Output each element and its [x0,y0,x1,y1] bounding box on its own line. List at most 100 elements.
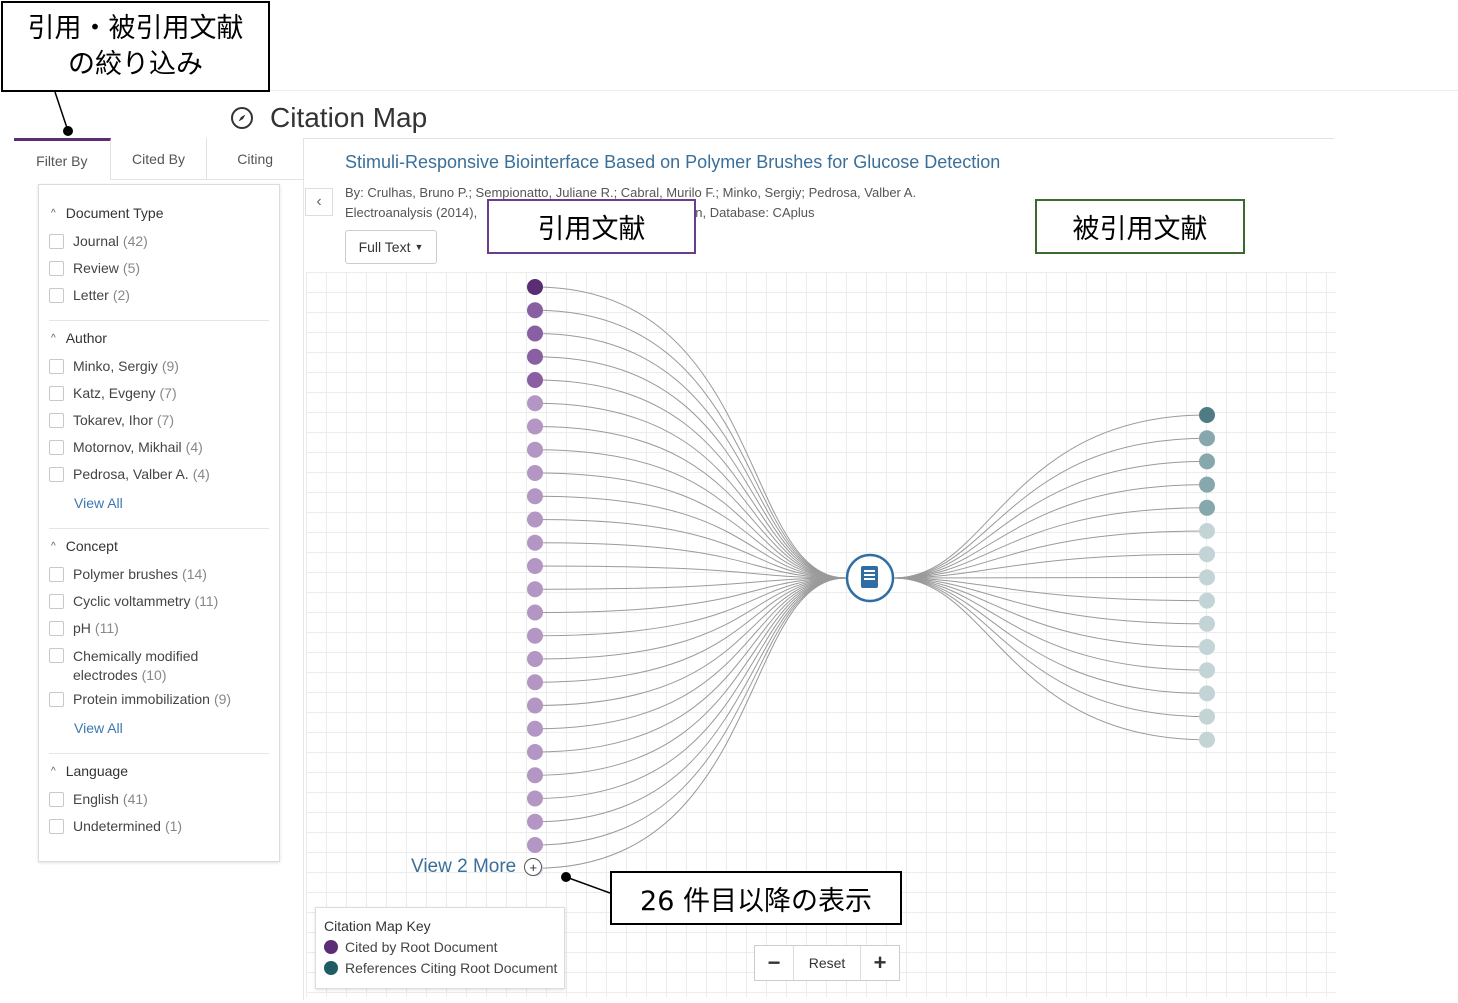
filter-option[interactable]: Motornov, Mikhail(4) [49,439,203,455]
checkbox[interactable] [49,440,64,455]
citing-node[interactable] [1199,639,1215,655]
tab-filter-by[interactable]: Filter By [14,138,111,180]
citing-node[interactable] [1199,685,1215,702]
cited-node[interactable] [527,581,543,598]
citing-node[interactable] [1199,569,1215,586]
article-source: Electroanalysis (2014),n, Database: CApl… [345,203,965,223]
citing-node[interactable] [1199,430,1215,447]
cited-node[interactable] [527,627,543,644]
cited-node[interactable] [527,465,543,481]
citing-edge [893,577,1208,694]
author-view-all-link[interactable]: View All [74,495,123,511]
section-concept[interactable]: ^ Concept [51,538,118,554]
citing-node[interactable] [1199,708,1215,725]
filter-option[interactable]: Cyclic voltammetry(11) [49,593,218,609]
cited-node[interactable] [527,697,543,714]
cited-node[interactable] [527,279,543,295]
section-language[interactable]: ^ Language [51,763,128,779]
cited-node[interactable] [527,720,543,737]
checkbox[interactable] [49,234,64,249]
citing-node[interactable] [1199,523,1215,539]
cited-node[interactable] [527,837,543,853]
cited-node[interactable] [527,325,543,342]
filter-option[interactable]: Review(5) [49,260,140,276]
view-more-link[interactable]: View 2 More + [411,856,543,878]
cited-node[interactable] [527,372,543,388]
citing-node[interactable] [1199,453,1215,470]
filter-option[interactable]: Pedrosa, Valber A.(4) [49,466,210,482]
cited-node[interactable] [527,604,543,621]
filter-option[interactable]: Letter(2) [49,287,130,303]
checkbox[interactable] [49,594,64,609]
checkbox[interactable] [49,567,64,582]
cited-node[interactable] [527,488,543,505]
checkbox[interactable] [49,648,64,663]
checkbox[interactable] [49,288,64,303]
checkbox[interactable] [49,621,64,636]
full-text-dropdown[interactable]: Full Text ▼ [345,230,437,264]
cited-node[interactable] [527,767,543,784]
collapse-panel-button[interactable]: ‹ [305,188,333,216]
citing-node[interactable] [1199,662,1215,679]
citing-node[interactable] [1199,731,1215,748]
cited-node[interactable] [527,302,543,319]
zoom-out-button[interactable]: − [767,950,781,975]
tab-cited-by[interactable]: Cited By [110,138,208,180]
cited-node[interactable] [527,441,543,458]
citing-node[interactable] [1199,615,1215,632]
filter-option[interactable]: Journal(42) [49,233,148,249]
filter-option[interactable]: Undetermined(1) [49,818,182,834]
citing-edge [893,577,1208,671]
cited-node[interactable] [527,813,543,830]
filter-option[interactable]: Polymer brushes(14) [49,566,207,582]
cited-node[interactable] [527,348,543,365]
citing-edge [893,577,1208,625]
citing-node[interactable] [1199,592,1215,609]
concept-view-all-link[interactable]: View All [74,720,123,736]
citing-node[interactable] [1199,476,1215,493]
filter-option[interactable]: Protein immobilization(9) [49,691,231,707]
key-cited-label: Cited by Root Document [345,939,498,955]
checkbox[interactable] [49,359,64,374]
checkbox[interactable] [49,819,64,834]
cited-node[interactable] [527,534,543,551]
zoom-in-button[interactable]: + [873,950,887,975]
checkbox[interactable] [49,792,64,807]
chevron-up-icon: ^ [51,207,56,219]
section-document-type[interactable]: ^ Document Type [51,205,164,221]
filter-option[interactable]: English(41) [49,791,148,807]
cited-node[interactable] [527,558,543,574]
citing-node[interactable] [1199,499,1215,516]
filter-option[interactable]: Katz, Evgeny(7) [49,385,177,401]
checkbox[interactable] [49,467,64,482]
checkbox[interactable] [49,413,64,428]
filter-annotation-callout: 引用・被引用文献 の絞り込み [1,1,270,92]
option-label: Polymer brushes [73,566,179,582]
article-title[interactable]: Stimuli-Responsive Biointerface Based on… [345,152,1001,172]
cited-node[interactable] [527,744,543,760]
citation-edge [534,333,847,579]
article-source-start: Electroanalysis (2014), [345,205,478,220]
checkbox[interactable] [49,261,64,276]
citing-node[interactable] [1199,407,1215,423]
filter-option[interactable]: Minko, Sergiy(9) [49,358,179,374]
cited-node[interactable] [527,418,543,435]
filter-tabs: Filter By Cited By Citing [14,138,305,180]
reset-zoom-button[interactable]: Reset [793,946,861,980]
section-author[interactable]: ^ Author [51,330,107,346]
checkbox[interactable] [49,386,64,401]
checkbox[interactable] [49,692,64,707]
tab-citing[interactable]: Citing [207,138,305,180]
cited-node[interactable] [527,511,543,528]
cited-node[interactable] [527,674,543,691]
cited-node[interactable] [527,790,543,807]
more-annotation-callout: 26 件目以降の表示 [610,871,902,925]
filter-option[interactable]: pH(11) [49,620,119,636]
cited-node[interactable] [527,651,543,667]
citing-node[interactable] [1199,546,1215,563]
cited-node[interactable] [527,395,543,412]
map-nodes [527,279,1215,877]
filter-option[interactable]: Tokarev, Ihor(7) [49,412,174,428]
root-node[interactable] [845,553,895,603]
